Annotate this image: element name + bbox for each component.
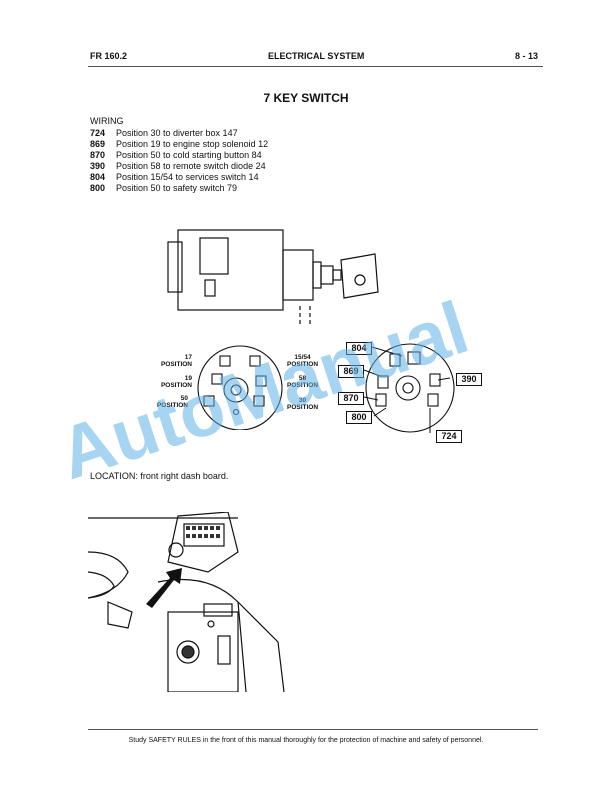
wire-tag-804: 804 — [346, 342, 372, 355]
header-page-number: 8 - 13 — [515, 51, 539, 61]
header-model: FR 160.2 — [90, 51, 128, 61]
wiring-row: 390 Position 58 to remote switch diode 24 — [90, 161, 266, 172]
wire-description: Position 19 to engine stop solenoid 12 — [116, 139, 269, 149]
wire-code: 869 — [90, 139, 106, 149]
position-number: 58 — [298, 375, 307, 382]
wire-code: 870 — [90, 150, 106, 160]
wire-description: Position 30 to diverter box 147 — [116, 128, 238, 138]
position-number: 50 — [180, 395, 188, 402]
wiring-row: 800 Position 50 to safety switch 79 — [90, 183, 237, 194]
wire-leader-lines — [363, 346, 451, 433]
wire-tag-800: 800 — [346, 411, 372, 424]
position-word: POSITION — [160, 382, 192, 389]
header-rule — [88, 66, 543, 67]
position-word: POSITION — [287, 382, 319, 389]
wire-description: Position 58 to remote switch diode 24 — [116, 161, 266, 171]
wire-description: Position 50 to cold starting button 84 — [116, 150, 262, 160]
wire-tag-869: 869 — [338, 365, 364, 378]
position-number: 30 — [298, 397, 307, 404]
watermark-text: AutoManual — [60, 285, 478, 495]
position-word: POSITION — [287, 361, 319, 368]
wire-code: 804 — [90, 172, 106, 182]
wiring-row: 870 Position 50 to cold starting button 8… — [90, 150, 262, 161]
wiring-row: 804 Position 15/54 to services switch 14 — [90, 172, 259, 183]
wire-tag-390: 390 — [456, 373, 482, 386]
dashboard-location-illustration — [88, 512, 285, 692]
terminal-diagram-left — [197, 345, 283, 430]
wire-code: 390 — [90, 161, 106, 171]
terminal-diagram-right — [365, 343, 455, 433]
footer-safety-note: Study SAFETY RULES in the front of this … — [128, 737, 484, 744]
wire-tag-724: 724 — [436, 430, 462, 443]
position-word: POSITION — [156, 402, 188, 409]
location-text: LOCATION: front right dash board. — [90, 471, 229, 481]
pointer-arrow-icon — [146, 568, 182, 608]
wire-code: 800 — [90, 183, 106, 193]
position-number: 15/54 — [294, 354, 311, 361]
header-section: ELECTRICAL SYSTEM — [268, 51, 365, 61]
footer-rule — [88, 729, 538, 730]
watermark: AutoManual — [60, 285, 478, 495]
position-number: 19 — [184, 375, 192, 382]
wiring-row: 724 Position 30 to diverter box 147 — [90, 128, 238, 139]
wire-description: Position 15/54 to services switch 14 — [116, 172, 259, 182]
position-word: POSITION — [287, 404, 319, 411]
wire-code: 724 — [90, 128, 106, 138]
wiring-row: 869 Position 19 to engine stop solenoid 1… — [90, 139, 268, 150]
page-title: 7 KEY SWITCH — [263, 91, 349, 105]
wire-description: Position 50 to safety switch 79 — [116, 183, 238, 193]
wire-tag-870: 870 — [338, 392, 364, 405]
position-word: POSITION — [160, 361, 192, 368]
key-switch-side-view — [167, 229, 379, 326]
position-number: 17 — [184, 354, 192, 361]
wiring-heading: WIRING — [90, 116, 124, 126]
